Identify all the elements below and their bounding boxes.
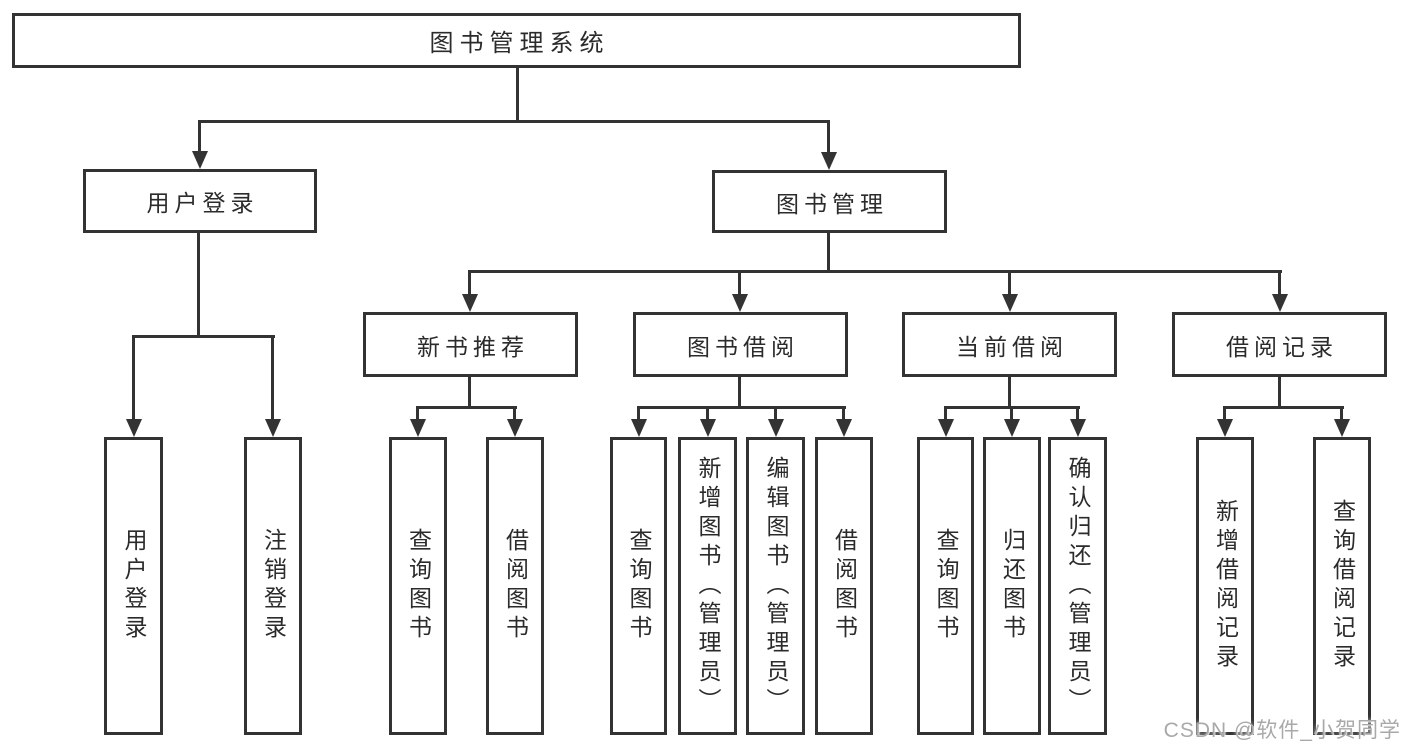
leaf-query-books-borrow-label: 查询图书: [626, 528, 652, 644]
node-user-login-label: 用户登录: [146, 190, 259, 216]
connector-line: [468, 377, 471, 408]
connector-line: [944, 406, 947, 423]
node-new-book-recommend-label: 新书推荐: [417, 333, 529, 360]
arrow-down-icon: [1217, 419, 1233, 437]
leaf-query-books-recommend: 查询图书: [389, 437, 447, 735]
arrow-down-icon: [507, 419, 523, 437]
arrow-down-icon: [836, 419, 852, 437]
connector-line: [842, 406, 845, 423]
arrow-down-icon: [768, 419, 784, 437]
connector-line: [132, 335, 135, 423]
arrow-down-icon: [700, 419, 716, 437]
connector-line: [1278, 270, 1281, 298]
node-root-label: 图书管理系统: [429, 30, 610, 57]
leaf-borrow-books-recommend: 借阅图书: [486, 437, 544, 735]
leaf-confirm-return-admin: 确认归还（管理员）: [1048, 437, 1107, 735]
leaf-borrow-book-label: 借阅图书: [831, 528, 858, 644]
connector-line: [513, 406, 516, 423]
leaf-edit-book-admin: 编辑图书（管理员）: [746, 437, 805, 735]
connector-line: [198, 120, 201, 154]
arrow-down-icon: [410, 419, 426, 437]
connector-line: [468, 270, 471, 298]
node-current-borrow: 当前借阅: [902, 312, 1117, 377]
leaf-query-books-borrow: 查询图书: [610, 437, 667, 735]
leaf-user-login: 用户登录: [104, 437, 163, 735]
watermark: CSDN @软件_小贺同学: [1163, 719, 1401, 742]
connector-line: [197, 233, 200, 337]
node-book-borrow-label: 图书借阅: [687, 333, 799, 360]
node-book-borrow: 图书借阅: [633, 312, 848, 377]
connector-line: [1223, 406, 1344, 409]
arrow-down-icon: [1334, 419, 1350, 437]
arrow-down-icon: [631, 419, 647, 437]
node-current-borrow-label: 当前借阅: [956, 333, 1068, 360]
connector-line: [468, 270, 1282, 273]
connector-line: [637, 406, 640, 423]
connector-line: [416, 406, 517, 409]
connector-line: [416, 406, 419, 423]
arrow-down-icon: [126, 419, 142, 437]
arrow-down-icon: [732, 294, 748, 312]
node-borrow-records: 借阅记录: [1172, 312, 1387, 377]
connector-line: [738, 377, 741, 408]
arrow-down-icon: [265, 419, 281, 437]
arrow-down-icon: [462, 294, 478, 312]
connector-line: [706, 406, 709, 423]
connector-line: [516, 68, 519, 123]
connector-line: [198, 120, 830, 123]
leaf-query-borrow-record: 查询借阅记录: [1313, 437, 1371, 735]
connector-line: [271, 335, 274, 423]
connector-line: [738, 270, 741, 298]
node-book-management: 图书管理: [712, 170, 947, 233]
leaf-borrow-books-recommend-label: 借阅图书: [502, 528, 529, 644]
leaf-query-books-current-label: 查询图书: [933, 528, 959, 644]
arrow-down-icon: [1004, 419, 1020, 437]
leaf-borrow-book: 借阅图书: [815, 437, 873, 735]
arrow-down-icon: [938, 419, 954, 437]
leaf-query-books-current: 查询图书: [917, 437, 974, 735]
arrow-down-icon: [192, 151, 208, 169]
node-borrow-records-label: 借阅记录: [1226, 333, 1338, 360]
connector-line: [1223, 406, 1226, 423]
node-root: 图书管理系统: [12, 13, 1021, 68]
connector-line: [1008, 377, 1011, 408]
connector-line: [637, 406, 846, 409]
arrow-down-icon: [1272, 294, 1288, 312]
connector-line: [1278, 377, 1281, 408]
arrow-down-icon: [821, 152, 837, 170]
connector-line: [1008, 270, 1011, 298]
leaf-return-book-label: 归还图书: [999, 528, 1026, 644]
node-new-book-recommend: 新书推荐: [363, 312, 578, 377]
connector-line: [774, 406, 777, 423]
leaf-edit-book-admin-label: 编辑图书（管理员）: [763, 455, 789, 717]
connector-line: [827, 233, 830, 272]
leaf-add-book-admin-label: 新增图书（管理员）: [695, 455, 721, 717]
leaf-add-borrow-record-label: 新增借阅记录: [1212, 499, 1239, 673]
node-user-login: 用户登录: [83, 169, 317, 233]
leaf-logout: 注销登录: [244, 437, 302, 735]
leaf-add-borrow-record: 新增借阅记录: [1196, 437, 1254, 735]
connector-line: [827, 120, 830, 154]
arrow-down-icon: [1070, 419, 1086, 437]
leaf-user-login-label: 用户登录: [121, 528, 147, 644]
connector-line: [1076, 406, 1079, 423]
leaf-return-book: 归还图书: [983, 437, 1041, 735]
arrow-down-icon: [1002, 294, 1018, 312]
connector-line: [1340, 406, 1343, 423]
leaf-query-borrow-record-label: 查询借阅记录: [1329, 499, 1356, 673]
connector-line: [1010, 406, 1013, 423]
node-book-management-label: 图书管理: [776, 190, 888, 217]
leaf-logout-label: 注销登录: [260, 528, 287, 644]
leaf-add-book-admin: 新增图书（管理员）: [678, 437, 737, 735]
leaf-query-books-recommend-label: 查询图书: [405, 528, 432, 644]
connector-line: [132, 335, 275, 338]
leaf-confirm-return-admin-label: 确认归还（管理员）: [1065, 455, 1091, 717]
